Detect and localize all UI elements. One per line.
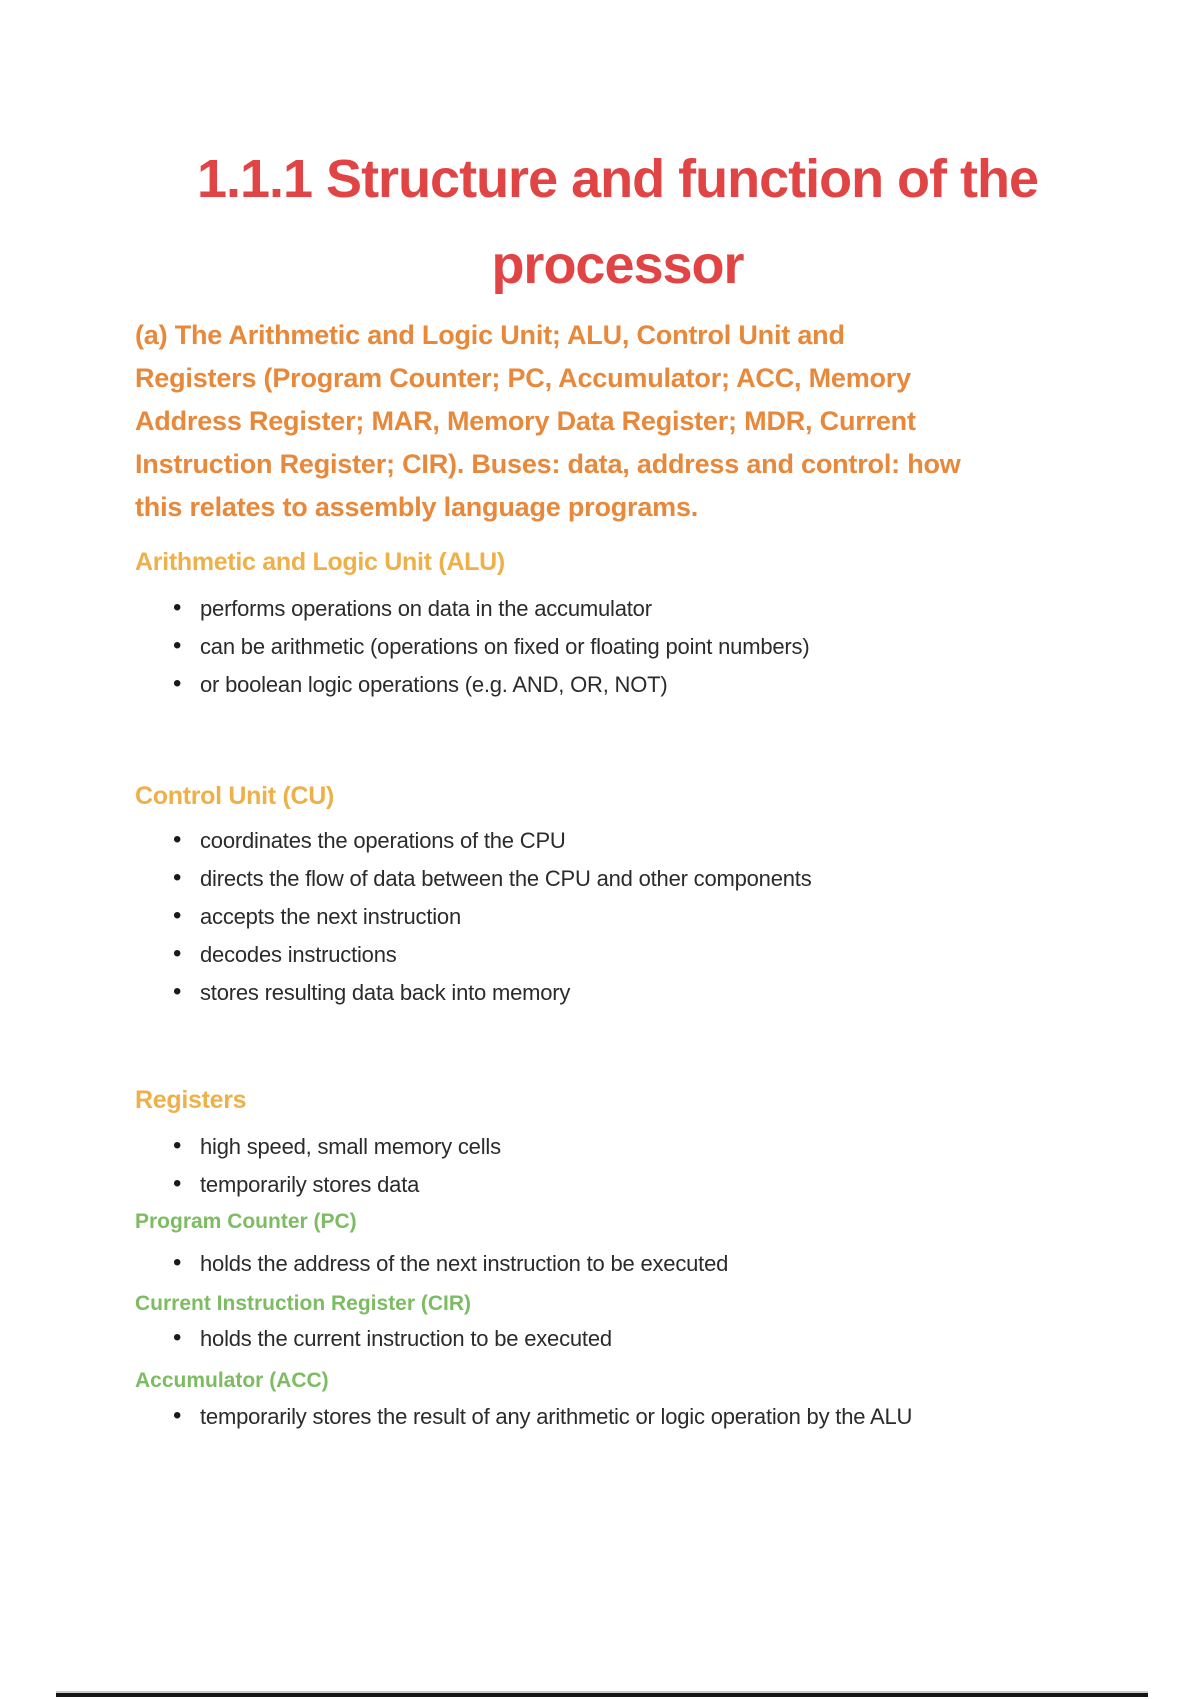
intro-line: this relates to assembly language progra… bbox=[135, 492, 699, 522]
intro-line: (a) The Arithmetic and Logic Unit; ALU, … bbox=[135, 320, 845, 350]
subsection-heading-pc: Program Counter (PC) bbox=[135, 1210, 357, 1233]
bullet-list-cir: holds the current instruction to be exec… bbox=[135, 1324, 1100, 1353]
page-bottom-rule bbox=[56, 1693, 1148, 1697]
bullet-list-registers: high speed, small memory cells temporari… bbox=[135, 1132, 1100, 1199]
bullet-item: high speed, small memory cells bbox=[135, 1132, 1100, 1161]
bullet-item: temporarily stores data bbox=[135, 1170, 1100, 1199]
bullet-list-pc: holds the address of the next instructio… bbox=[135, 1249, 1100, 1278]
bullet-item: directs the flow of data between the CPU… bbox=[135, 864, 1100, 893]
section-heading-registers: Registers bbox=[135, 1086, 247, 1114]
document-content: 1.1.1 Structure and function of the proc… bbox=[135, 0, 1100, 1441]
bullet-item: or boolean logic operations (e.g. AND, O… bbox=[135, 670, 1100, 699]
bullet-item: coordinates the operations of the CPU bbox=[135, 826, 1100, 855]
bullet-list-cu: coordinates the operations of the CPU di… bbox=[135, 826, 1100, 1007]
document-title: 1.1.1 Structure and function of the proc… bbox=[135, 136, 1100, 308]
title-line: 1.1.1 Structure and function of the bbox=[196, 149, 1039, 209]
section-heading-alu: Arithmetic and Logic Unit (ALU) bbox=[135, 548, 505, 576]
bullet-item: can be arithmetic (operations on fixed o… bbox=[135, 632, 1100, 661]
section-heading-cu: Control Unit (CU) bbox=[135, 782, 335, 810]
bullet-item: holds the current instruction to be exec… bbox=[135, 1324, 1100, 1353]
subsection-heading-acc: Accumulator (ACC) bbox=[135, 1369, 329, 1392]
intro-line: Address Register; MAR, Memory Data Regis… bbox=[135, 406, 916, 436]
subsection-heading-cir: Current Instruction Register (CIR) bbox=[135, 1292, 472, 1315]
bullet-list-acc: temporarily stores the result of any ari… bbox=[135, 1402, 1100, 1431]
bullet-item: stores resulting data back into memory bbox=[135, 978, 1100, 1007]
title-line: processor bbox=[491, 235, 744, 295]
bullet-item: temporarily stores the result of any ari… bbox=[135, 1402, 1100, 1431]
bullet-item: accepts the next instruction bbox=[135, 902, 1100, 931]
intro-line: Registers (Program Counter; PC, Accumula… bbox=[135, 363, 911, 393]
bullet-item: holds the address of the next instructio… bbox=[135, 1249, 1100, 1278]
bullet-item: performs operations on data in the accum… bbox=[135, 594, 1100, 623]
bullet-item: decodes instructions bbox=[135, 940, 1100, 969]
intro-line: Instruction Register; CIR). Buses: data,… bbox=[135, 449, 961, 479]
bullet-list-alu: performs operations on data in the accum… bbox=[135, 594, 1100, 699]
intro-paragraph: (a) The Arithmetic and Logic Unit; ALU, … bbox=[135, 314, 1100, 529]
